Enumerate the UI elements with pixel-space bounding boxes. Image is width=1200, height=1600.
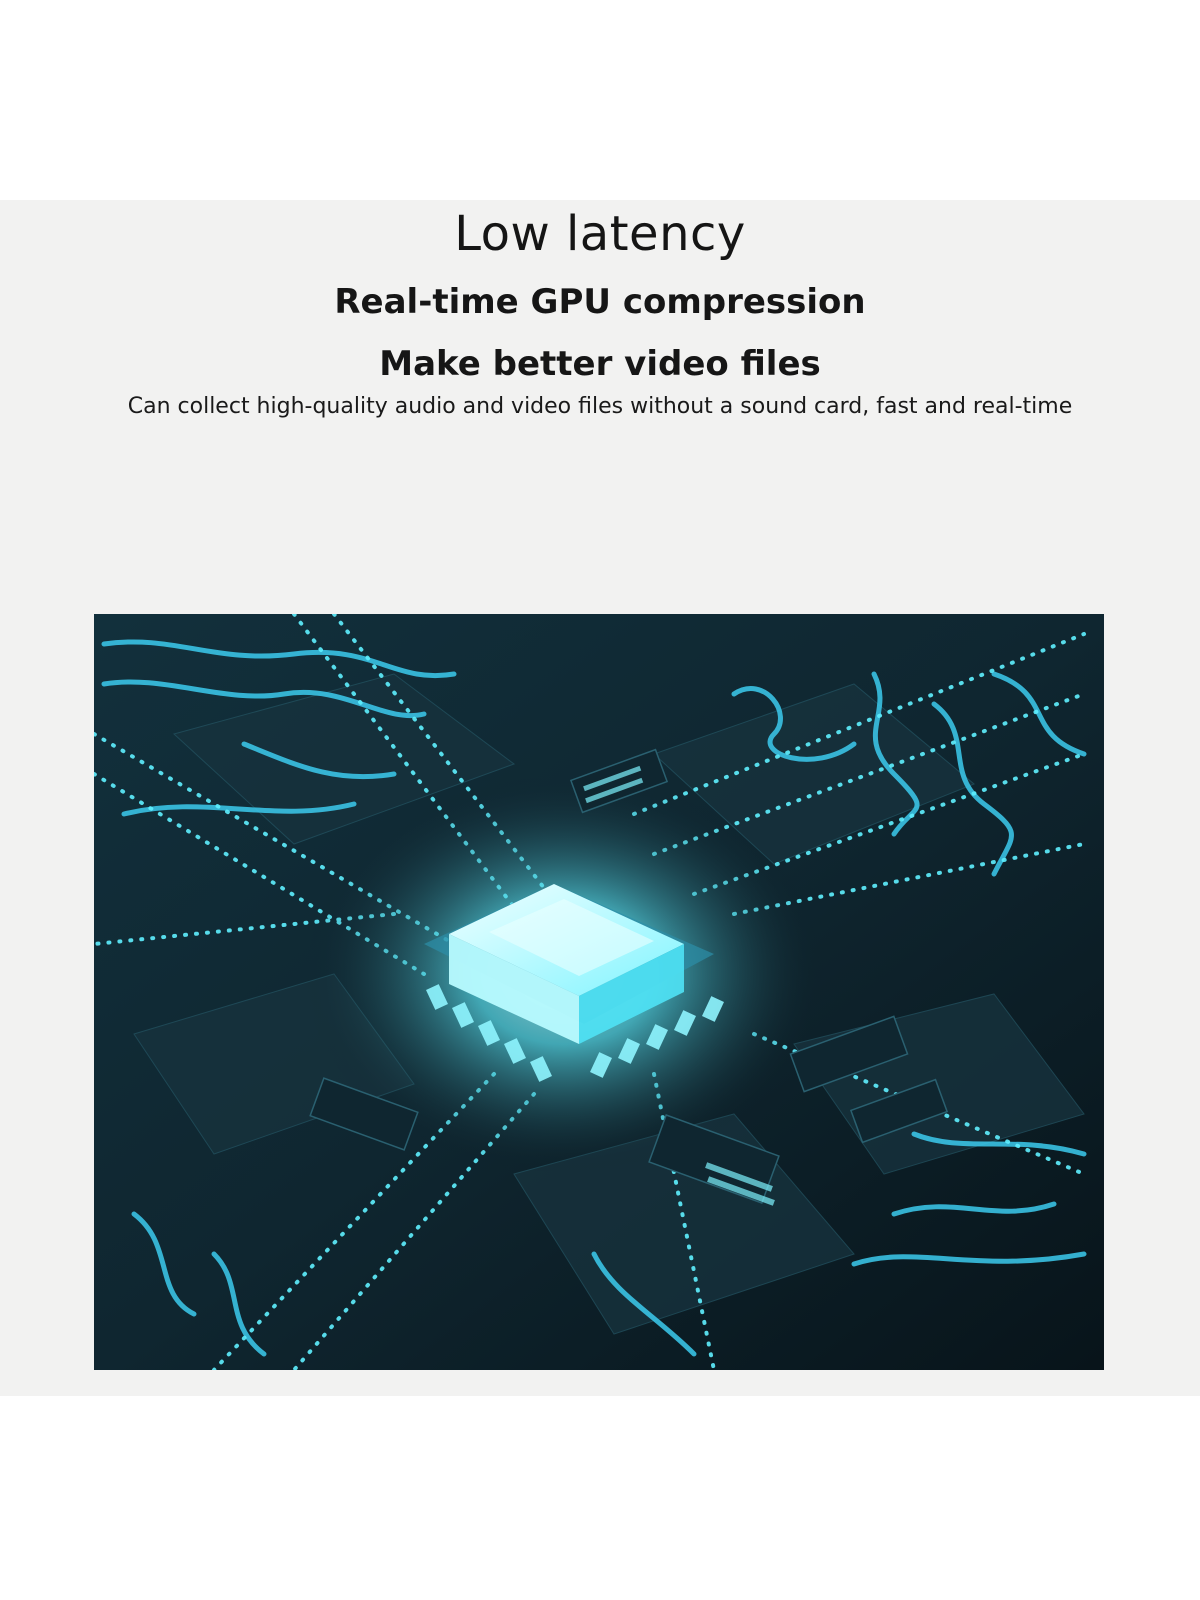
circuit-board-illustration bbox=[94, 614, 1104, 1370]
page-title: Low latency bbox=[454, 206, 746, 262]
circuit-board-image bbox=[94, 614, 1104, 1370]
glowing-chip bbox=[424, 884, 724, 1082]
subtitle-better-video: Make better video files bbox=[379, 344, 821, 384]
subtitle-gpu-compression: Real-time GPU compression bbox=[334, 282, 866, 322]
feature-description: Can collect high-quality audio and video… bbox=[127, 394, 1073, 419]
